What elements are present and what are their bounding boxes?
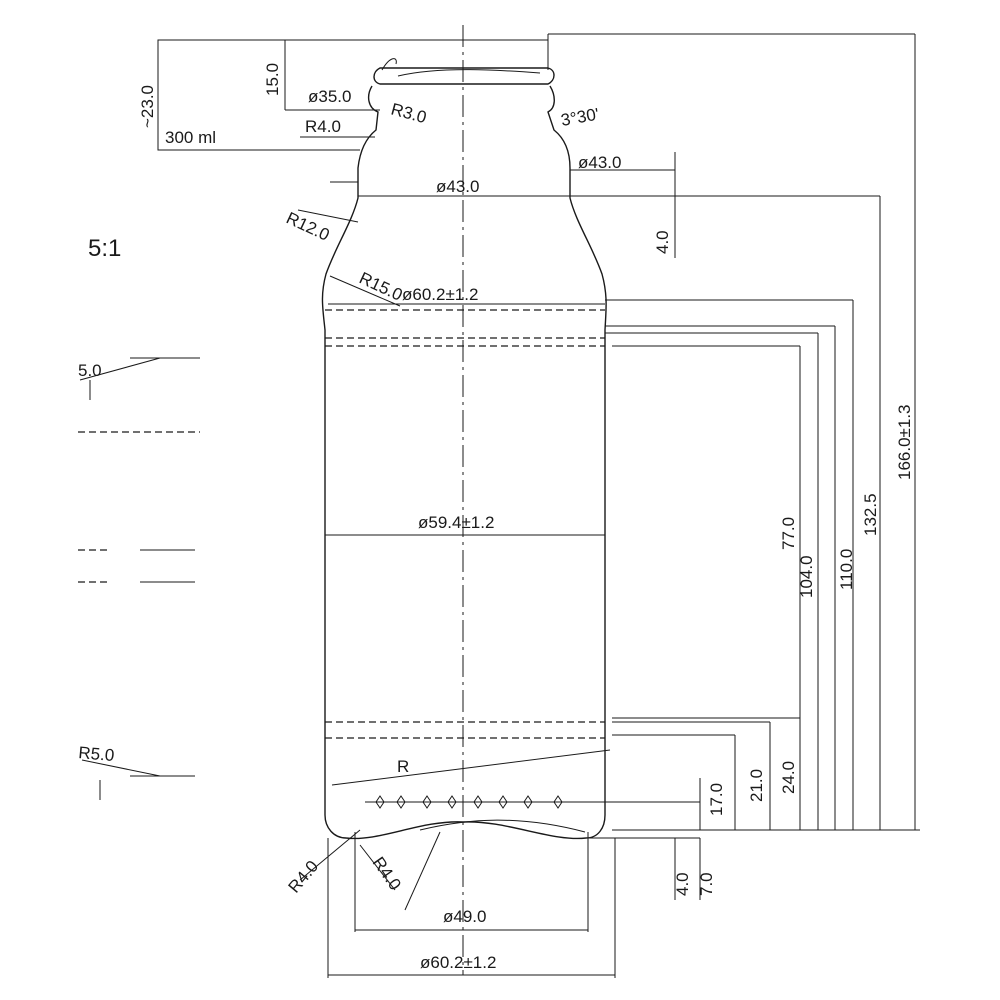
dim-h166: 166.0±1.3 [895,404,914,480]
dim-thread-dia: ø35.0 [308,87,351,106]
dim-taper-angle: 3°30' [559,105,600,130]
dim-base-dia: ø49.0 [443,907,486,926]
dim-base-r: R [397,757,409,776]
dim-cap-height: ~23.0 [138,85,157,128]
detail-dim-r5: R5.0 [78,743,115,765]
dim-finish-height: 15.0 [263,63,282,96]
dim-neck-dia: ø43.0 [436,177,479,196]
capacity-label: 300 ml [165,128,216,147]
dim-r4-inner: R4.0 [369,853,405,893]
dim-r4-top: R4.0 [305,117,341,136]
dim-neck-dia-right: ø43.0 [578,153,621,172]
dim-h132: 132.5 [861,493,880,536]
dim-h110: 110.0 [837,549,856,590]
detail-dim-5: 5.0 [78,361,102,380]
dimension-lines [78,33,920,978]
dim-r15: R15.0 [356,268,405,304]
dim-shoulder-dia: ø60.2±1.2 [402,285,478,304]
dim-bottom-dia: ø60.2±1.2 [420,953,496,972]
dim-h7: 7.0 [697,872,716,896]
base-stipple-marks [375,795,563,809]
bottle-outline [321,58,665,840]
dim-neck-length: 4.0 [653,230,672,254]
dim-h104: 104.0 [797,555,816,598]
dim-h21: 21.0 [747,769,766,802]
dim-r3: R3.0 [389,100,429,128]
dim-h17: 17.0 [707,783,726,816]
dim-body-dia: ø59.4±1.2 [418,513,494,532]
dim-r4-left: R4.0 [285,857,323,897]
dim-h77: 77.0 [779,517,798,550]
dim-h24: 24.0 [779,761,798,794]
dim-h4: 4.0 [673,872,692,896]
dim-r12: R12.0 [283,208,332,244]
scale-label: 5:1 [88,235,121,262]
